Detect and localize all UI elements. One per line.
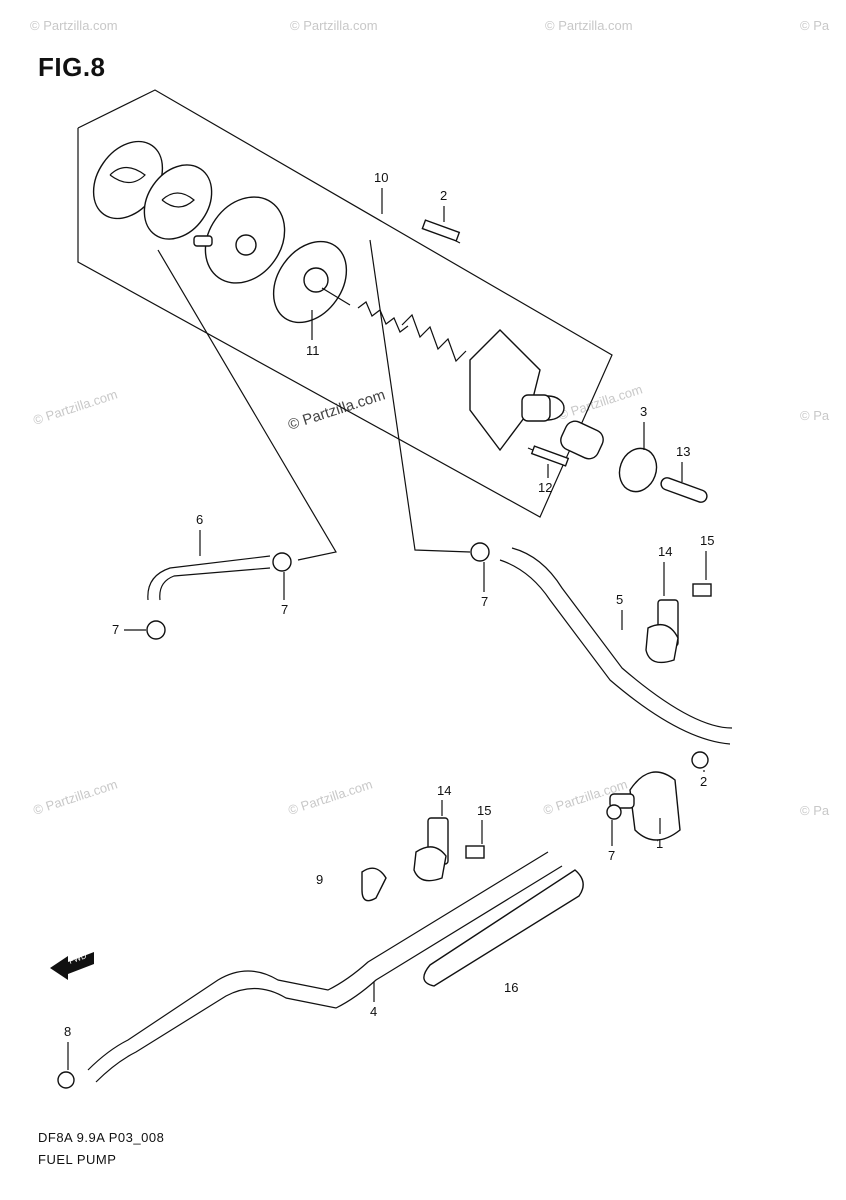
callout-numbers: 10 2 11 3 13 12 6 14 15 5 7 7 7 2 14 15 … — [64, 170, 714, 1039]
watermark: © Pa — [800, 18, 830, 33]
watermark-center: © Partzilla.com — [286, 386, 387, 433]
callout-7: 7 — [481, 594, 488, 609]
watermark: © Partzilla.com — [31, 387, 119, 428]
bolts — [421, 219, 712, 859]
callout-3: 3 — [640, 404, 647, 419]
callout-2: 2 — [700, 774, 707, 789]
o-ring — [618, 447, 658, 493]
hose-6 — [147, 555, 271, 601]
callout-6: 6 — [196, 512, 203, 527]
callout-16: 16 — [504, 980, 518, 995]
diagram-name: FUEL PUMP — [38, 1152, 117, 1167]
clamps — [57, 542, 709, 1089]
hose-4 — [87, 851, 549, 1071]
callout-15: 15 — [477, 803, 491, 818]
watermark: © Partzilla.com — [290, 18, 378, 33]
callout-7: 7 — [281, 602, 288, 617]
callout-13: 13 — [676, 444, 690, 459]
leader-lines — [157, 239, 471, 561]
callout-14: 14 — [437, 783, 451, 798]
forward-arrow: FWD — [50, 951, 94, 980]
pump-springs — [357, 301, 467, 363]
callout-8: 8 — [64, 1024, 71, 1039]
watermark: © Partzilla.com — [545, 18, 633, 33]
pump-body — [424, 224, 604, 465]
hose-16 — [423, 869, 584, 987]
callout-15: 15 — [700, 533, 714, 548]
watermark: © Pa — [800, 803, 830, 818]
bracket-14 — [413, 599, 679, 882]
callout-1: 1 — [656, 836, 663, 851]
callout-2: 2 — [440, 188, 447, 203]
clip-9 — [361, 867, 387, 902]
callout-14: 14 — [658, 544, 672, 559]
watermark: © Partzilla.com — [30, 18, 118, 33]
pin — [660, 477, 708, 503]
callout-12: 12 — [538, 480, 552, 495]
callout-7: 7 — [112, 622, 119, 637]
figure-title: FIG.8 — [38, 52, 106, 82]
watermark: © Partzilla.com — [286, 777, 374, 818]
callout-5: 5 — [616, 592, 623, 607]
hose-5 — [511, 547, 733, 729]
callout-4: 4 — [370, 1004, 377, 1019]
watermark: © Partzilla.com — [31, 777, 119, 818]
fuel-filter — [609, 771, 681, 841]
pump-plates — [92, 140, 351, 324]
watermark: © Pa — [800, 408, 830, 423]
callout-10: 10 — [374, 170, 388, 185]
watermark: © Partzilla.com — [556, 382, 644, 423]
callout-leaders — [67, 188, 707, 1070]
callout-9: 9 — [316, 872, 323, 887]
callout-11: 11 — [306, 343, 320, 358]
callout-7: 7 — [608, 848, 615, 863]
diagram-code: DF8A 9.9A P03_008 — [38, 1130, 165, 1145]
watermarks: © Partzilla.com © Partzilla.com © Partzi… — [30, 18, 830, 818]
